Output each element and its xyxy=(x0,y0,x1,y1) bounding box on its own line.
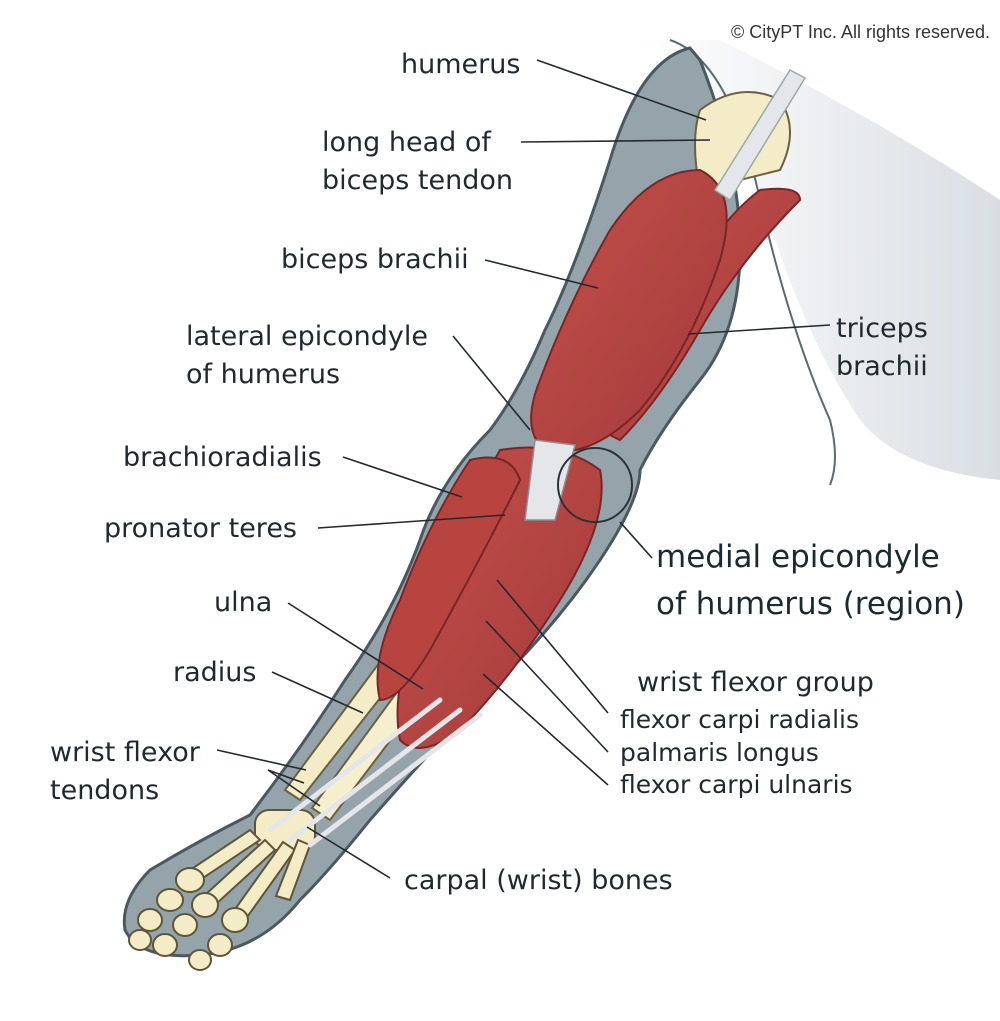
copyright-notice: © CityPT Inc. All rights reserved. xyxy=(730,22,990,42)
label-palmaris-longus: palmaris longus xyxy=(620,738,819,767)
biceps-tendon-strip xyxy=(713,69,807,202)
label-flexor-carpi-radialis: flexor carpi radialis xyxy=(620,705,859,734)
hand-bones xyxy=(128,809,316,971)
label-wrist-flexor-tendons-line1: wrist flexor xyxy=(50,737,200,768)
label-pronator-teres: pronator teres xyxy=(104,513,297,544)
medial-epicondyle-circle xyxy=(557,447,633,523)
label-humerus: humerus xyxy=(401,49,521,80)
torso-outline xyxy=(669,39,836,486)
label-brachioradialis: brachioradialis xyxy=(123,442,322,473)
leader-lines xyxy=(216,59,831,879)
label-triceps-line2: brachii xyxy=(836,351,928,382)
label-long-head-line1: long head of xyxy=(322,127,491,158)
label-medial-epicondyle-line2: of humerus (region) xyxy=(656,586,965,622)
label-flexor-carpi-ulnaris: flexor carpi ulnaris xyxy=(620,770,853,799)
label-ulna: ulna xyxy=(214,587,273,618)
label-wrist-flexor-tendons-line2: tendons xyxy=(50,775,160,806)
label-wrist-flexor-group: wrist flexor group xyxy=(637,667,874,698)
label-lateral-epicondyle-line2: of humerus xyxy=(186,359,341,390)
brachioradialis-muscle xyxy=(376,456,522,702)
label-biceps-brachii: biceps brachii xyxy=(281,244,469,275)
label-long-head-line2: biceps tendon xyxy=(322,165,513,196)
label-triceps-line1: triceps xyxy=(836,313,928,344)
distal-biceps-tendon xyxy=(524,439,576,521)
wrist-tendons xyxy=(267,697,483,848)
torso-shading xyxy=(640,40,1000,480)
label-medial-epicondyle-line1: medial epicondyle xyxy=(656,539,940,575)
label-lateral-epicondyle-line1: lateral epicondyle xyxy=(186,321,428,352)
label-carpal-bones: carpal (wrist) bones xyxy=(404,865,673,896)
label-radius: radius xyxy=(173,657,257,688)
